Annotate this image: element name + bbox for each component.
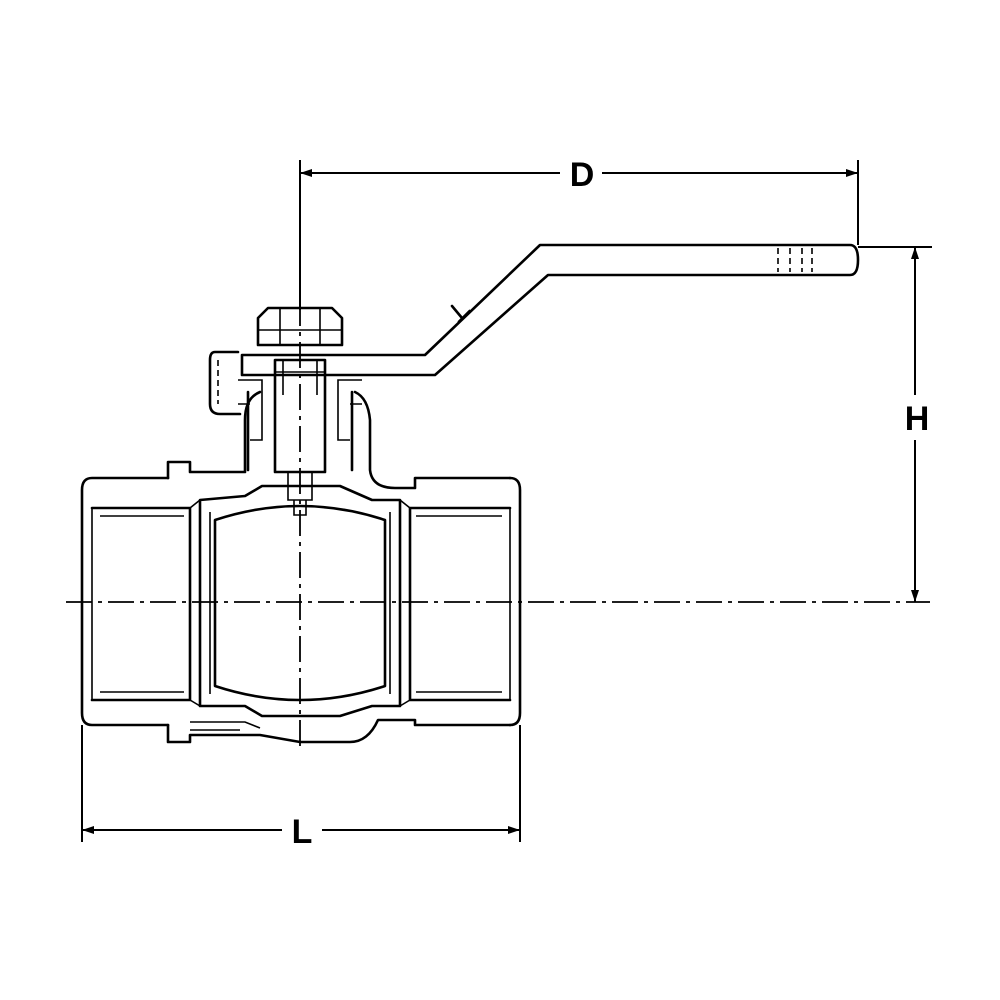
right-end-bore xyxy=(408,506,512,702)
right-seat xyxy=(389,499,411,707)
dimension-d: D xyxy=(299,156,859,310)
centerlines xyxy=(66,300,930,748)
dimension-h-label: H xyxy=(905,400,930,438)
dimension-l-label: L xyxy=(292,813,313,851)
bonnet-neck xyxy=(246,390,354,472)
valve-body xyxy=(80,390,522,744)
bottom-gasket xyxy=(190,721,261,731)
stem-assembly xyxy=(208,306,362,516)
lever-handle xyxy=(240,243,860,377)
stop-tab xyxy=(208,350,242,416)
lever-grip-sleeve xyxy=(450,304,464,320)
lever-hole xyxy=(777,248,813,272)
stem-flats xyxy=(275,360,325,395)
left-end-bore xyxy=(90,506,192,702)
dimension-l: L xyxy=(81,725,521,851)
dimension-d-label: D xyxy=(570,156,595,194)
right-end-inner-edge xyxy=(416,508,511,700)
hex-nut-faces xyxy=(258,308,342,345)
left-seat xyxy=(189,499,211,707)
gland-left xyxy=(238,379,263,441)
ball xyxy=(213,504,387,702)
gland-right xyxy=(337,379,362,441)
body-outline-bottom xyxy=(166,718,512,744)
hex-nut xyxy=(256,306,344,347)
body-outline-top xyxy=(166,390,512,490)
dimension-h: H xyxy=(858,246,932,602)
lever-outline xyxy=(240,243,860,377)
lever-grip-start xyxy=(457,309,471,323)
left-end-inner-edge xyxy=(91,508,184,700)
